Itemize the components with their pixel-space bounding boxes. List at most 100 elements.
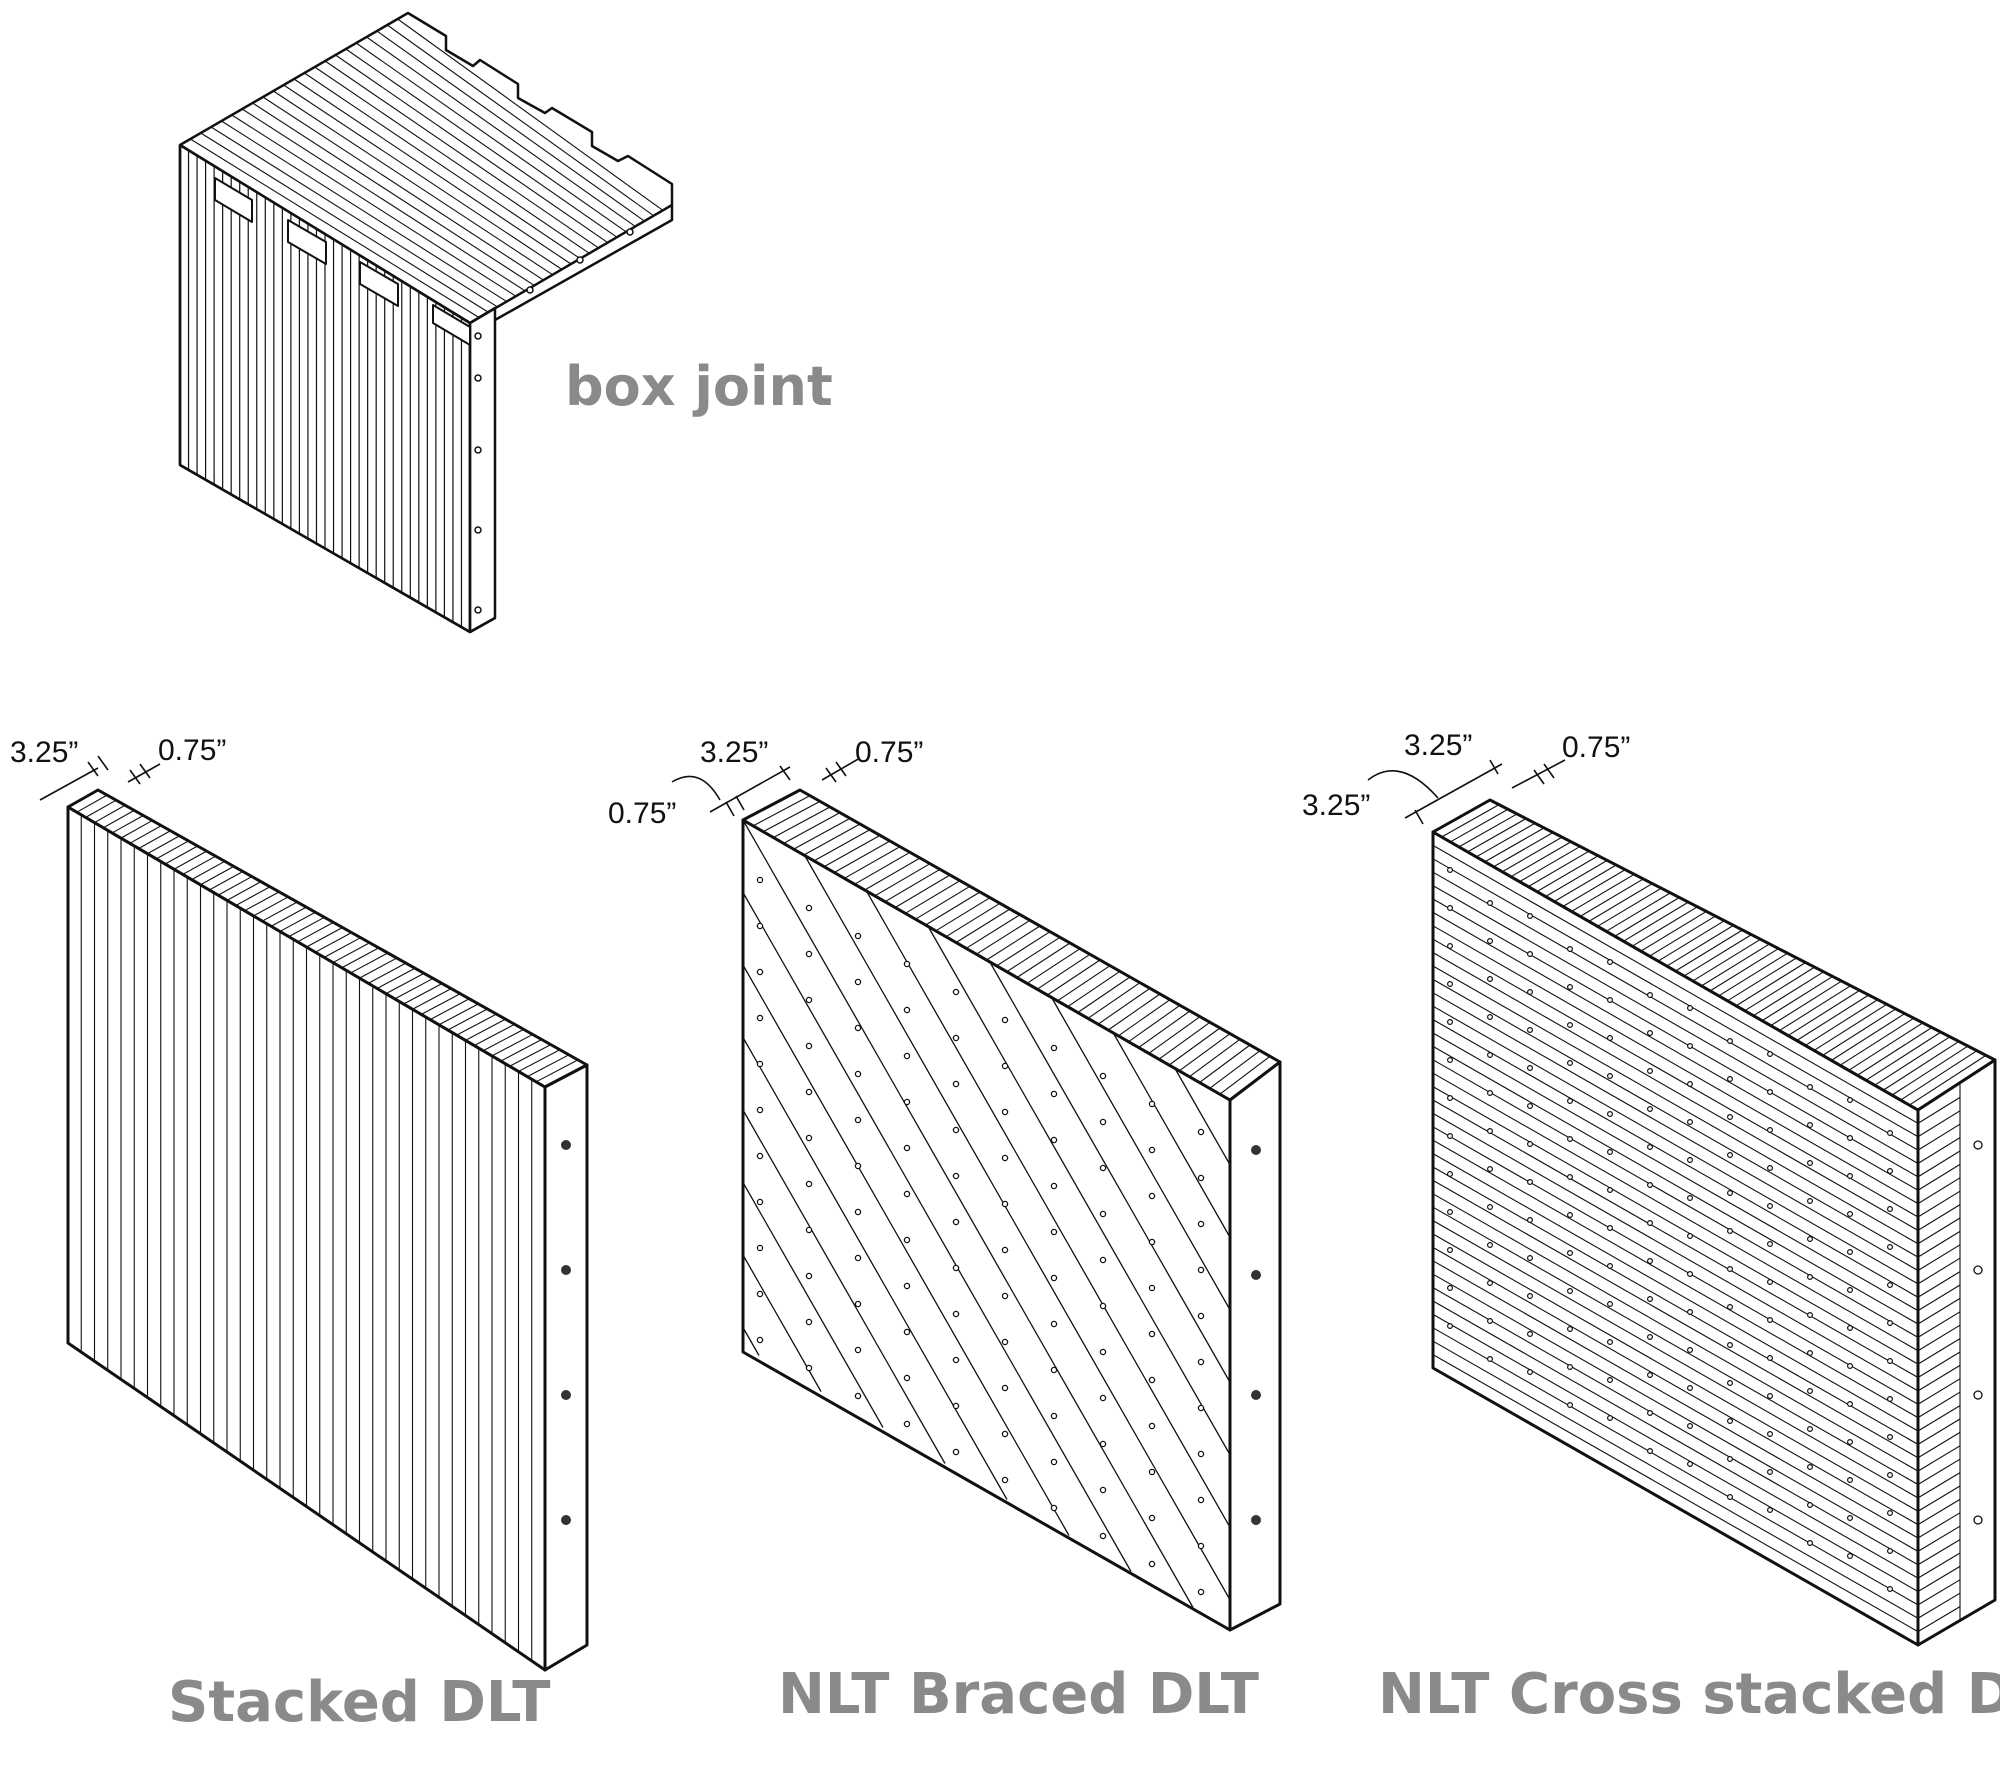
nail-dot — [903, 1374, 911, 1382]
dowel — [1251, 1390, 1261, 1400]
nail-dot — [1886, 1205, 1893, 1212]
horizontal-board — [1432, 1260, 1919, 1539]
nail-dot — [1566, 983, 1573, 990]
dowel — [1973, 1515, 1983, 1525]
nail-dot — [1486, 1089, 1493, 1096]
nail-dot — [1566, 1173, 1573, 1180]
box-joint-top-outline — [179, 11, 674, 322]
nail-dot — [1686, 1346, 1693, 1353]
nail-dot — [1846, 1362, 1853, 1369]
top-seam — [518, 1049, 561, 1072]
horizontal-board — [1432, 925, 1919, 1205]
top-seam — [376, 967, 416, 989]
side-seam — [1917, 1431, 1961, 1459]
side-seam — [1917, 1579, 1961, 1606]
top-seam — [1787, 989, 1861, 1037]
nail-dot — [1486, 1127, 1493, 1134]
nail-dot — [1446, 1246, 1453, 1253]
top-seam — [200, 865, 235, 886]
horizontal-board — [1432, 1179, 1919, 1459]
nail-dot — [903, 960, 911, 968]
nail-dot — [1726, 1341, 1733, 1348]
nail-dot — [1566, 1097, 1573, 1104]
nail-dot — [854, 1070, 862, 1078]
nail-dot — [1001, 1384, 1009, 1392]
nail-dot — [1446, 1322, 1453, 1329]
top-seam — [1848, 1022, 1924, 1071]
stacked-dimension-marks — [39, 755, 161, 801]
caption-nlt-cross-stacked-dlt: NLT Cross stacked DLT — [1378, 1662, 2000, 1727]
top-seam — [235, 886, 271, 907]
diagonal-board — [804, 855, 1231, 1601]
nail-dot — [1197, 1404, 1205, 1412]
top-seam — [1727, 957, 1797, 1002]
diagonal-board — [742, 964, 1070, 1536]
top-seam — [1138, 1010, 1191, 1048]
top-seam — [397, 18, 664, 211]
nail-dot — [1886, 1471, 1893, 1478]
nail-dot — [1526, 1292, 1533, 1299]
side-seam — [1917, 1257, 1961, 1285]
nail-dot — [1886, 1433, 1893, 1440]
top-seam — [1067, 970, 1121, 1008]
horizontal-board — [1432, 911, 1919, 1191]
nail-dot — [1486, 975, 1493, 982]
nail-dot — [1566, 1211, 1573, 1218]
nail-dot — [1099, 1072, 1107, 1080]
top-seam — [164, 845, 198, 865]
top-seam — [1605, 892, 1671, 932]
nail-dot — [1197, 1358, 1205, 1366]
top-seam — [1831, 1013, 1906, 1061]
top-seam — [156, 840, 189, 860]
nail-dot — [1886, 1281, 1893, 1288]
top-seam — [752, 795, 811, 827]
side-seam — [1917, 1244, 1961, 1271]
top-seam — [1813, 1003, 1888, 1051]
top-seam — [350, 952, 389, 974]
nail-dot — [1050, 1182, 1058, 1190]
top-seam — [1016, 942, 1071, 978]
top-seam — [925, 891, 981, 926]
nail-dot — [1726, 1227, 1733, 1234]
nail-dot — [1001, 1430, 1009, 1438]
horizontal-board — [1432, 1313, 1919, 1592]
nail-dot — [1566, 1287, 1573, 1294]
nail-dot — [805, 1364, 813, 1372]
horizontal-board — [1432, 938, 1919, 1218]
nail-dot — [1686, 1270, 1693, 1277]
top-seam — [355, 42, 627, 233]
top-seam — [783, 812, 841, 844]
nail-dot — [1486, 1279, 1493, 1286]
nail-dot — [1148, 1376, 1156, 1384]
side-seam — [1917, 1539, 1961, 1566]
nail-dot — [854, 1162, 862, 1170]
top-seam — [1168, 1027, 1221, 1066]
diagonal-board — [742, 1037, 1008, 1500]
nail-dot — [1526, 1140, 1533, 1147]
top-seam — [1107, 993, 1161, 1031]
top-seam — [1735, 962, 1806, 1007]
top-seam — [385, 972, 425, 995]
top-seam — [1484, 827, 1545, 863]
top-seam — [191, 860, 226, 881]
horizontal-board — [1432, 992, 1919, 1271]
top-seam — [1597, 887, 1662, 927]
top-seam — [1883, 1040, 1960, 1091]
top-seam — [1579, 878, 1644, 917]
nail-dot — [1566, 1059, 1573, 1066]
nail-dot — [1446, 1170, 1453, 1177]
nail-dot — [1526, 1216, 1533, 1223]
side-seam — [1917, 1137, 1961, 1164]
top-seam — [297, 921, 334, 943]
horizontal-board — [1432, 871, 1919, 1151]
top-seam — [394, 977, 434, 1000]
top-seam — [283, 84, 563, 270]
top-seam — [1219, 1055, 1271, 1095]
nail-dot — [1726, 1151, 1733, 1158]
stacked-side — [543, 1063, 589, 1672]
nail-dot — [1606, 996, 1613, 1003]
top-seam — [763, 800, 821, 833]
nail-dot — [1766, 1240, 1773, 1247]
top-seam — [1909, 1054, 1987, 1106]
